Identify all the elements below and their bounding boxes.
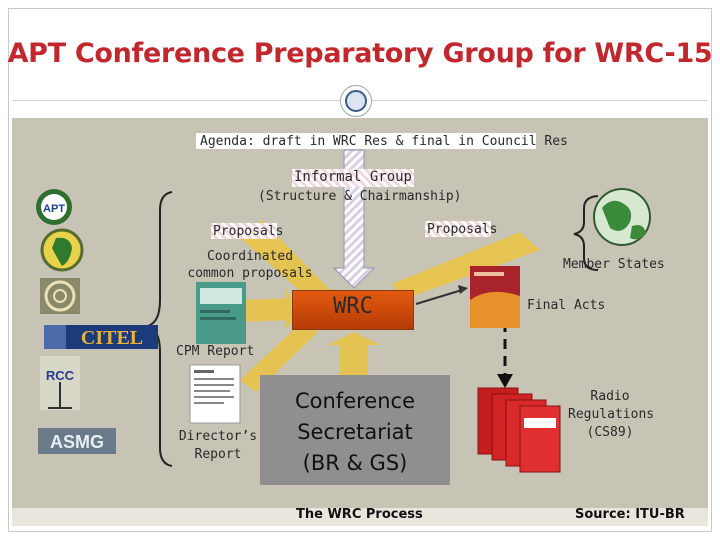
slide-title: APT Conference Preparatory Group for WRC… — [7, 38, 713, 69]
slide-frame — [8, 8, 712, 532]
final-acts-book-icon — [470, 266, 520, 328]
secretariat-label: Conference Secretariat (BR & GS) — [262, 386, 448, 479]
proposals-right-box — [425, 221, 491, 237]
logo-rcc-icon: RCC — [40, 356, 80, 410]
coordinated-line2: common proposals — [187, 266, 313, 281]
globe-icon — [593, 188, 651, 246]
informal-group-box — [292, 169, 414, 187]
right-brace — [573, 195, 599, 271]
itu-badge-icon — [345, 90, 367, 112]
arrow-left — [240, 298, 292, 322]
wrc-label: WRC — [333, 294, 373, 319]
radio-regulations-books-icon — [477, 387, 561, 473]
footer-right: Source: ITU-BR — [575, 507, 685, 522]
arrow-upper-left — [238, 220, 330, 300]
footer-left: The WRC Process — [296, 507, 423, 522]
radio-regulations-label: Radio Regulations (CS89) — [568, 388, 655, 442]
directors-line2: Report — [194, 447, 242, 462]
secretariat-box — [260, 375, 450, 485]
proposals-left-box — [211, 223, 277, 239]
radio-line2: Regulations — [568, 407, 655, 422]
proposals-right-label: Proposals — [427, 222, 498, 237]
member-states-label: Member States — [563, 257, 665, 272]
radio-line1: Radio — [590, 389, 630, 404]
footer-strip — [12, 508, 708, 526]
directors-line1: Director’s — [178, 429, 258, 444]
cpm-report-book-icon — [196, 282, 246, 344]
logo-citel-icon: CITEL — [44, 325, 158, 349]
radio-line3: (CS89) — [586, 425, 634, 440]
logo-ring-icon — [40, 278, 80, 314]
coordinated-line1: Coordinated — [206, 249, 294, 264]
structure-label: (Structure & Chairmanship) — [258, 189, 462, 204]
arrow-upper-right — [392, 232, 540, 300]
svg-text:APT: APT — [43, 203, 65, 215]
coordinated-proposals-label: Coordinated common proposals — [180, 248, 320, 282]
logo-asmg-icon: ASMG — [38, 428, 116, 454]
directors-report-doc-icon — [189, 364, 241, 424]
secretariat-line1: Conference — [294, 389, 415, 413]
logo-africa-icon — [40, 228, 84, 272]
svg-text:ASMG: ASMG — [50, 432, 104, 452]
directors-report-label: Director’s Report — [176, 428, 260, 464]
svg-text:RCC: RCC — [46, 368, 75, 383]
svg-text:CITEL: CITEL — [81, 327, 143, 349]
final-acts-label: Final Acts — [527, 298, 606, 313]
logo-apt-icon: APT — [36, 189, 72, 225]
wrc-box — [292, 290, 414, 330]
proposals-left-label: Proposals — [213, 224, 284, 239]
secretariat-line2: Secretariat — [297, 420, 413, 444]
arrow-to-final-acts — [415, 289, 463, 305]
secretariat-line3: (BR & GS) — [302, 451, 408, 475]
agenda-box — [196, 133, 536, 149]
cpm-report-label: CPM Report — [176, 344, 255, 359]
arrow-up-from-secretariat — [328, 332, 380, 375]
arrow-lower-left — [240, 322, 318, 392]
agenda-label: Agenda: draft in WRC Res & final in Coun… — [200, 134, 568, 149]
informal-group-label: Informal Group — [293, 169, 412, 185]
